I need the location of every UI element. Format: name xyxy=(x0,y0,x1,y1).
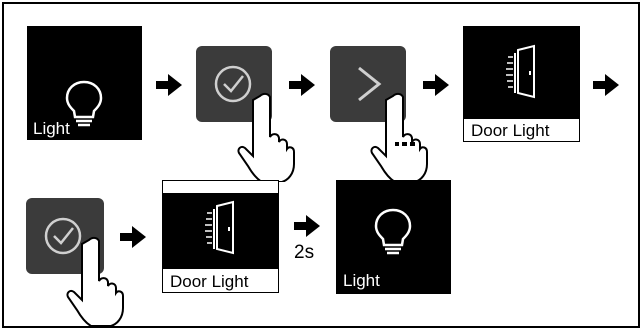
hand-pointer-icon xyxy=(237,92,295,182)
door-light-caption: Door Light xyxy=(163,267,278,292)
door-light-tile: Door Light xyxy=(162,180,279,293)
light-menu-tile: Light xyxy=(336,180,451,294)
door-icon xyxy=(205,200,234,255)
door-light-tile: Door Light xyxy=(463,26,580,142)
door-light-label: Door Light xyxy=(170,272,249,291)
check-circle-icon xyxy=(44,217,82,255)
door-light-label: Door Light xyxy=(471,121,550,140)
chevron-right-icon xyxy=(358,66,382,102)
lightbulb-icon xyxy=(374,208,412,255)
hand-pointer-icon xyxy=(66,236,124,326)
arrow-right-icon xyxy=(156,74,182,96)
check-circle-icon xyxy=(214,65,252,103)
arrow-right-icon xyxy=(294,215,320,237)
hold-duration-label: 2s xyxy=(294,242,315,263)
light-menu-tile: Light xyxy=(27,26,142,140)
light-label: Light xyxy=(343,271,380,290)
door-light-caption: Door Light xyxy=(464,117,579,141)
door-icon xyxy=(506,44,535,99)
arrow-right-icon xyxy=(593,74,619,96)
arrow-right-icon xyxy=(423,74,449,96)
hand-pointer-icon xyxy=(370,92,428,182)
arrow-right-icon xyxy=(120,226,146,248)
arrow-right-icon xyxy=(289,74,315,96)
lightbulb-icon xyxy=(65,80,103,127)
light-label: Light xyxy=(33,119,70,138)
